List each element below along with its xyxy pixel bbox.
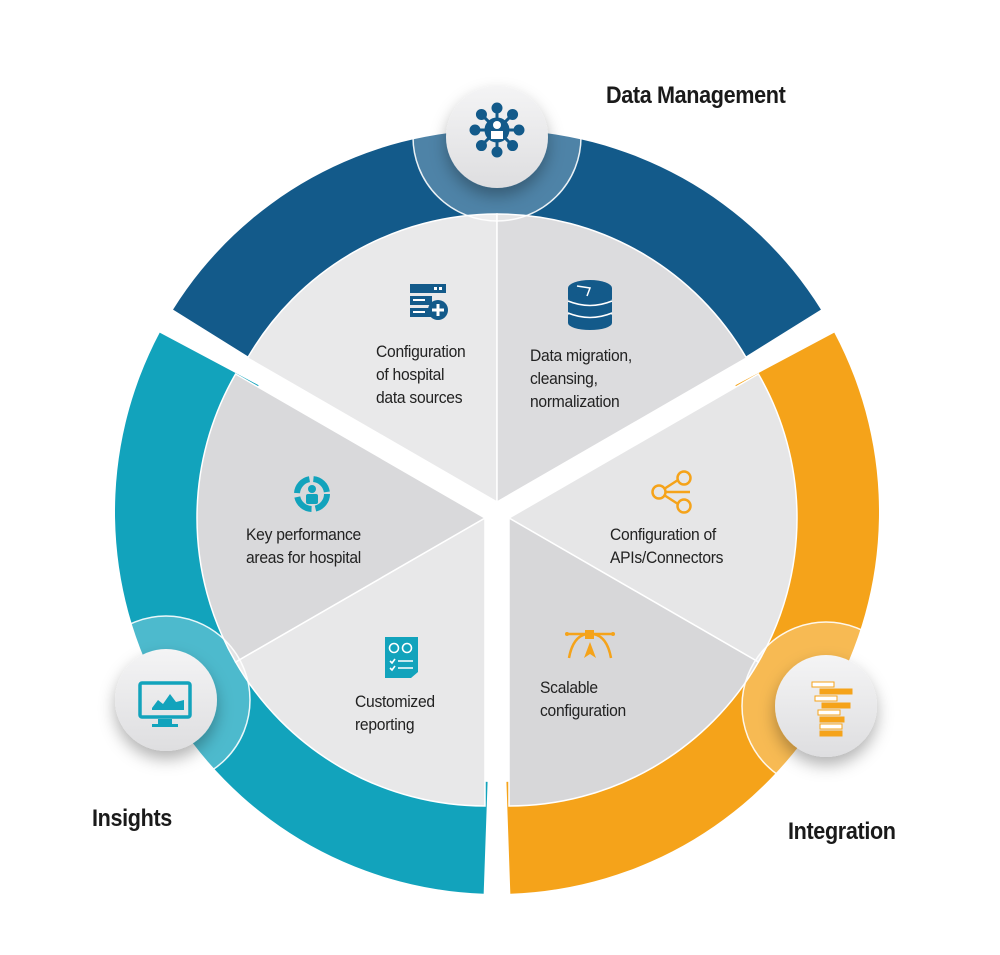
- target-person-icon: [294, 476, 330, 512]
- item-key-performance: Key performance areas for hospital: [246, 523, 361, 569]
- item-line: APIs/Connectors: [610, 548, 724, 567]
- item-line: areas for hospital: [246, 548, 362, 567]
- monitor-chart-area: [152, 694, 184, 710]
- item-line: normalization: [530, 392, 620, 411]
- item-line: cleansing,: [530, 369, 598, 388]
- item-line: Configuration of: [610, 525, 717, 544]
- disk-wedge-insights-b: [196, 372, 487, 664]
- stack-bar: [811, 681, 835, 688]
- hub-node: [507, 108, 519, 120]
- ring-segment-data-management: [173, 130, 821, 369]
- disk-wedge-insights-a: [234, 516, 486, 807]
- stack-bar: [817, 709, 841, 716]
- hub-person-head: [493, 121, 501, 129]
- share-nodes-icon: [651, 470, 692, 514]
- section-title-integration: Integration: [788, 818, 896, 845]
- stack-bar: [819, 723, 843, 730]
- inner-disk: [196, 213, 798, 807]
- database-icon: [567, 280, 613, 330]
- network-hub-icon: [469, 102, 525, 158]
- stack-bar: [819, 730, 843, 737]
- item-customized-reporting: Customized reporting: [355, 690, 435, 736]
- report-document-icon: [385, 637, 418, 678]
- vector-curve-icon: [565, 630, 615, 659]
- item-data-migration: Data migration, cleansing, normalization: [530, 344, 632, 413]
- item-line: reporting: [355, 715, 415, 734]
- monitor-screen: [138, 681, 192, 719]
- item-line: Configuration: [376, 342, 466, 361]
- monitor-base: [152, 724, 178, 727]
- monitor-chart-icon: [138, 681, 192, 727]
- item-scalable-config: Scalable configuration: [540, 676, 626, 722]
- section-title-insights: Insights: [92, 805, 172, 832]
- item-line: Customized: [355, 692, 435, 711]
- hub-node: [475, 140, 487, 152]
- disk-wedge-integration-b: [508, 516, 760, 807]
- item-line: of hospital: [376, 365, 445, 384]
- item-line: Key performance: [246, 525, 361, 544]
- section-title-data-management: Data Management: [606, 82, 786, 109]
- section-badges: [81, 52, 911, 791]
- stack-bar: [819, 716, 845, 723]
- hub-node: [475, 108, 487, 120]
- item-line: data sources: [376, 388, 463, 407]
- hub-person-body: [491, 131, 503, 139]
- stack-bar: [821, 702, 851, 709]
- server-add-icon: [410, 284, 448, 320]
- hub-node: [507, 140, 519, 152]
- stacked-bars-icon: [811, 681, 853, 737]
- item-line: configuration: [540, 701, 626, 720]
- item-line: Scalable: [540, 678, 598, 697]
- item-config-data-sources: Configuration of hospital data sources: [376, 340, 466, 409]
- stack-bar: [814, 695, 838, 702]
- hub-node: [491, 146, 503, 158]
- hub-node: [513, 124, 525, 136]
- hub-node: [469, 124, 481, 136]
- monitor-stand: [158, 719, 172, 724]
- disk-wedge-data-management-b: [496, 213, 748, 504]
- hub-node: [491, 102, 503, 114]
- item-config-apis: Configuration of APIs/Connectors: [610, 523, 723, 569]
- item-line: Data migration,: [530, 346, 632, 365]
- stack-bar: [819, 688, 853, 695]
- disk-wedge-integration-a: [507, 372, 798, 664]
